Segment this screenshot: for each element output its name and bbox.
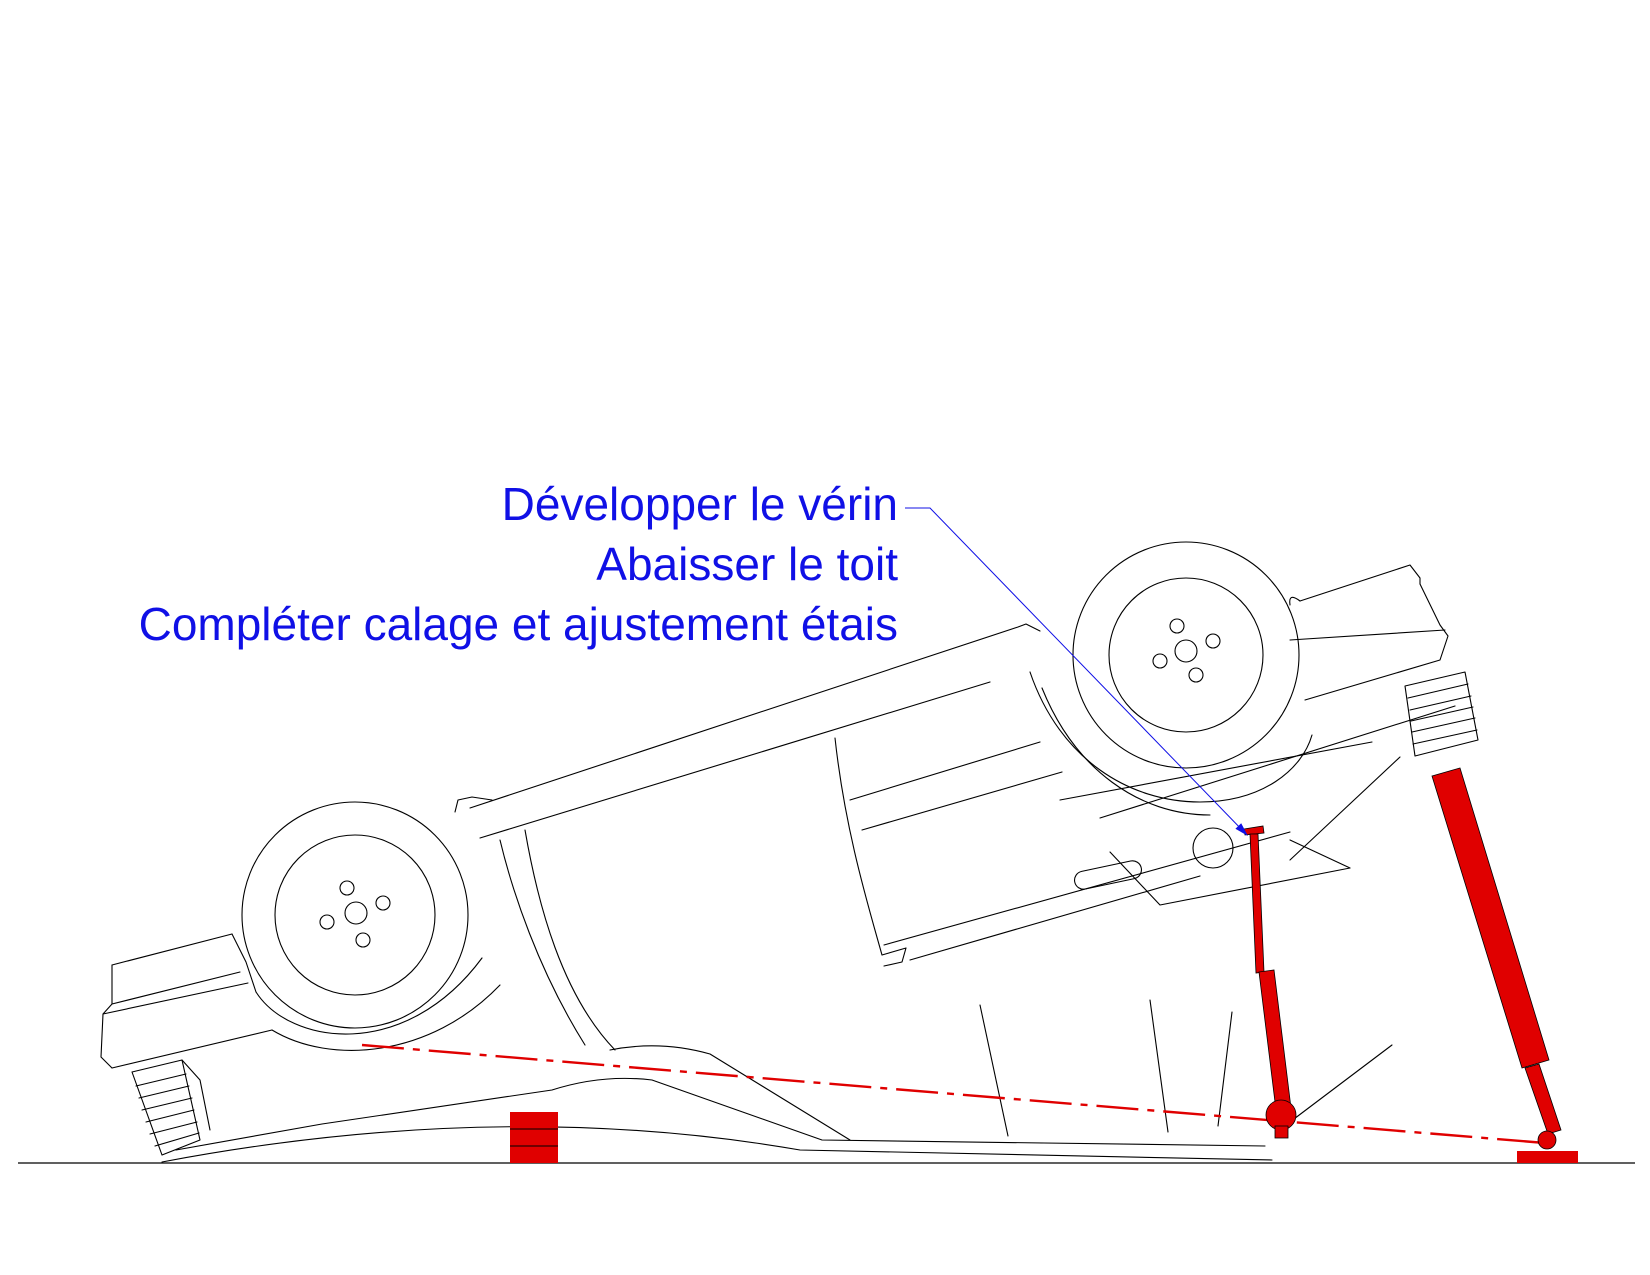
roof: [161, 999, 1393, 1163]
overturned-car-icon: [100, 541, 1479, 1163]
lug-hole-icon: [1205, 633, 1221, 649]
leader-line: [905, 507, 1247, 835]
front-wheel-arch: [255, 796, 501, 1051]
lug-hole-icon: [355, 932, 371, 948]
rear-wheel-arch: [1029, 671, 1313, 816]
rear-wheel: [1072, 541, 1300, 769]
lug-hole-icon: [1152, 653, 1168, 669]
lug-hole-icon: [339, 880, 355, 896]
rim: [1108, 577, 1264, 733]
body-side-lines: [469, 623, 1291, 1051]
callout: Développer le vérin Abaisser le toit Com…: [139, 478, 1248, 836]
front-bumper: [100, 933, 273, 1069]
lug-hole-icon: [1169, 618, 1185, 634]
reference-line: [361, 1043, 1546, 1145]
hub-icon: [1174, 639, 1198, 663]
front-wheel: [241, 801, 469, 1029]
lug-hole-icon: [1188, 667, 1204, 683]
lug-hole-icon: [319, 914, 335, 930]
rim: [274, 834, 436, 996]
rear-light: [1404, 671, 1479, 757]
underbody: [1059, 705, 1456, 906]
arrowhead-icon: [1235, 823, 1248, 836]
instruction-complete-cribbing: Compléter calage et ajustement étais: [139, 598, 898, 650]
rear-bumper: [1289, 564, 1449, 701]
tire: [1072, 541, 1300, 769]
slot-opening: [1073, 860, 1143, 890]
front-grille: [131, 1059, 211, 1156]
stabilization-strut-icon: [1431, 767, 1578, 1163]
instruction-lower-roof: Abaisser le toit: [596, 538, 898, 590]
cribbing-block-icon: [510, 1112, 558, 1163]
instruction-extend-jack: Développer le vérin: [502, 478, 898, 530]
hub-icon: [344, 901, 368, 925]
hydraulic-jack-icon: [1243, 825, 1297, 1139]
drain-hole-icon: [1192, 827, 1234, 869]
equipment: [361, 767, 1578, 1163]
lug-hole-icon: [375, 895, 391, 911]
tire: [241, 801, 469, 1029]
